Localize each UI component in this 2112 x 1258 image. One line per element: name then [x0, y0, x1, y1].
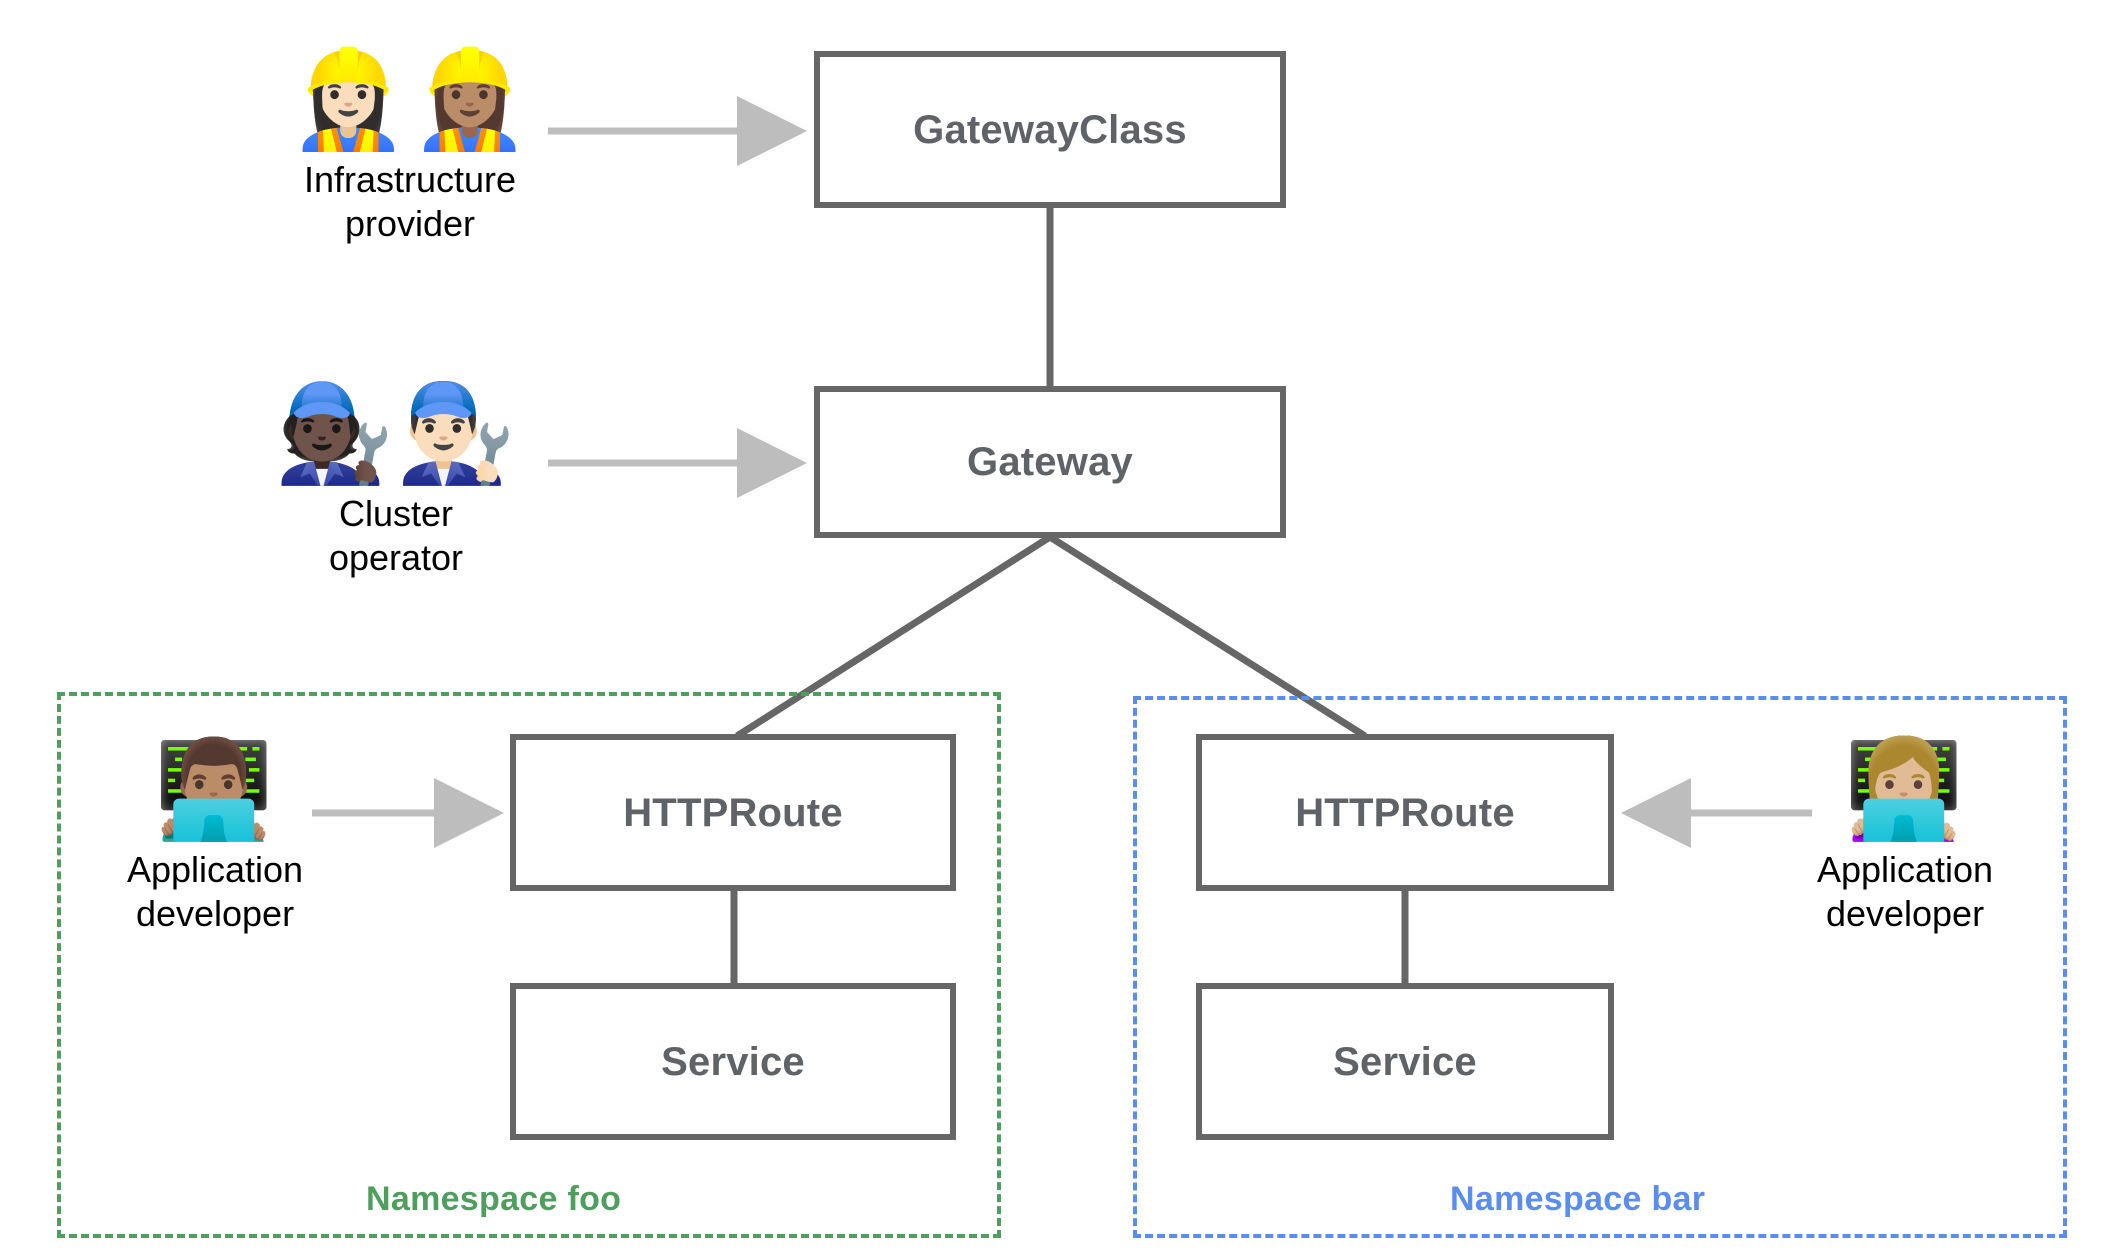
node-gatewayclass-label: GatewayClass	[913, 107, 1187, 152]
persona-infrastructure-provider-label: Infrastructure provider	[303, 158, 517, 244]
node-gateway-label: Gateway	[967, 440, 1133, 484]
node-gatewayclass[interactable]: GatewayClass	[814, 51, 1286, 208]
construction-worker-emoji: 👷🏻‍♀️👷🏽‍♀️	[288, 46, 532, 153]
namespace-bar-label: Namespace bar	[1450, 1180, 1706, 1218]
man-technologist-emoji: 👨🏽‍💻	[154, 736, 276, 843]
node-service-foo-label: Service	[661, 1039, 805, 1084]
namespace-foo-boundary	[57, 692, 1001, 1238]
persona-infrastructure-provider: 👷🏻‍♀️👷🏽‍♀️ Infrastructure provider	[270, 48, 550, 245]
woman-technologist-emoji: 👩🏼‍💻	[1844, 736, 1966, 843]
node-httproute-foo[interactable]: HTTPRoute	[510, 734, 956, 891]
node-httproute-bar[interactable]: HTTPRoute	[1196, 734, 1614, 891]
node-service-bar[interactable]: Service	[1196, 983, 1614, 1140]
node-httproute-bar-label: HTTPRoute	[1295, 790, 1515, 835]
namespace-foo-label: Namespace foo	[366, 1180, 622, 1218]
mechanic-emoji: 🧑🏿‍🔧👨🏻‍🔧	[274, 380, 518, 487]
persona-cluster-operator-label: Cluster operator	[328, 492, 464, 578]
node-service-bar-label: Service	[1333, 1039, 1477, 1084]
node-service-foo[interactable]: Service	[510, 983, 956, 1140]
persona-application-developer-bar-label: Application developer	[1816, 848, 1994, 934]
persona-application-developer-bar: 👩🏼‍💻 Application developer	[1790, 738, 2020, 935]
node-httproute-foo-label: HTTPRoute	[623, 790, 843, 835]
node-gateway[interactable]: Gateway	[814, 386, 1286, 538]
persona-application-developer-foo-label: Application developer	[126, 848, 304, 934]
namespace-bar-boundary	[1133, 696, 2067, 1238]
persona-cluster-operator: 🧑🏿‍🔧👨🏻‍🔧 Cluster operator	[256, 382, 536, 579]
persona-application-developer-foo: 👨🏽‍💻 Application developer	[100, 738, 330, 935]
